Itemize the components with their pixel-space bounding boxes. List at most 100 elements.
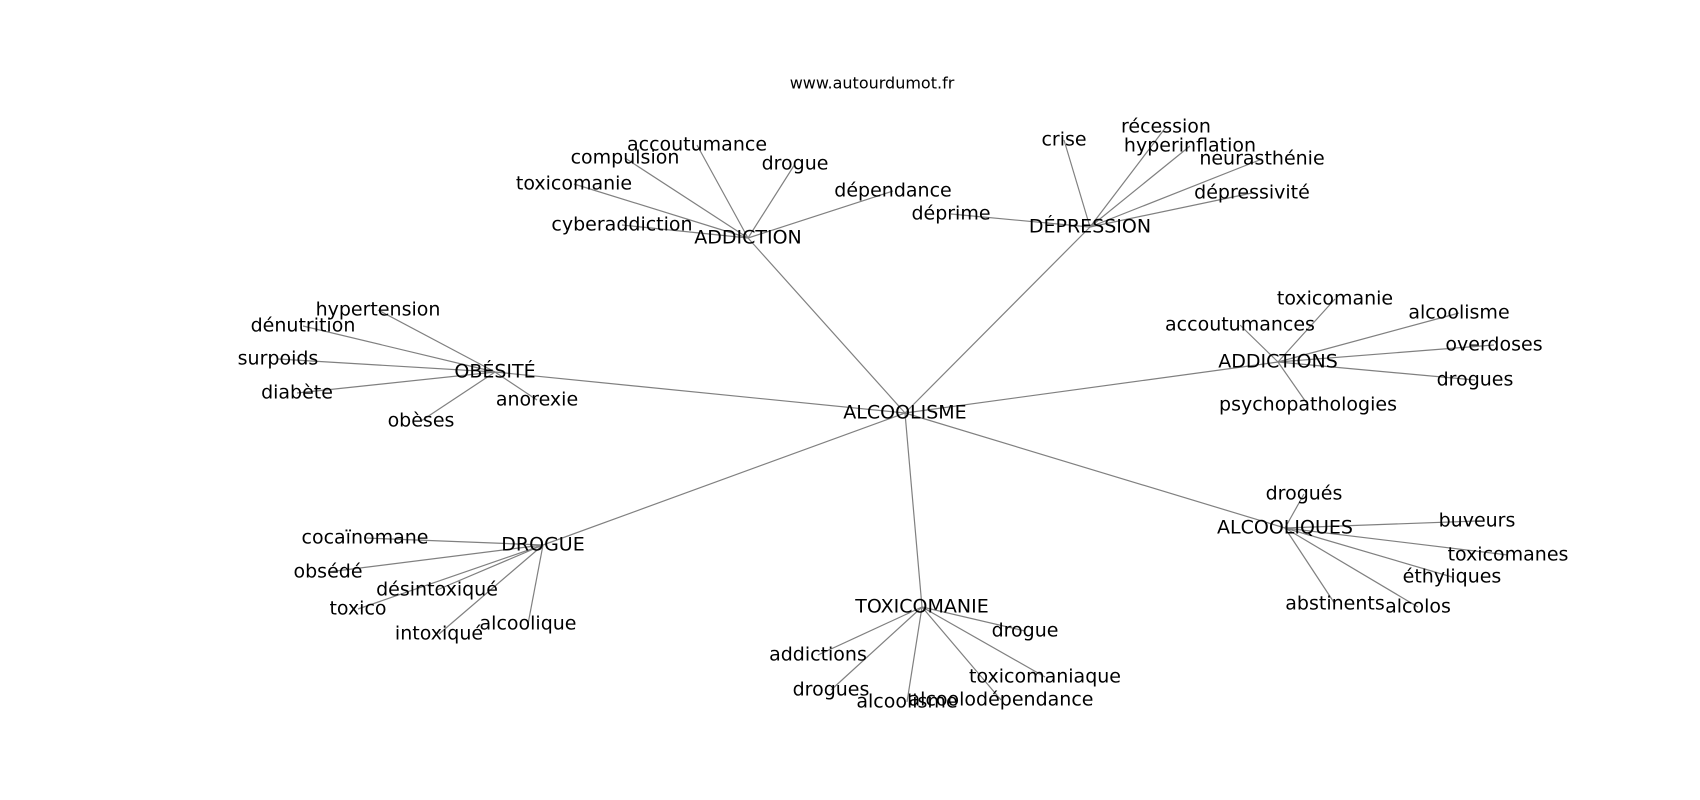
edge-hub-leaf xyxy=(436,544,544,591)
edge-center-hub xyxy=(904,412,923,608)
leaf-word-node[interactable]: obèses xyxy=(388,410,455,432)
edge-center-hub xyxy=(904,361,1279,414)
edge-center-hub xyxy=(747,237,906,414)
leaf-word-node[interactable]: alcoolisme xyxy=(1408,302,1509,324)
leaf-word-node[interactable]: diabète xyxy=(261,382,333,404)
leaf-word-node[interactable]: hypertension xyxy=(316,299,441,321)
hub-word-node[interactable]: ADDICTION xyxy=(694,227,802,249)
leaf-word-node[interactable]: alcoolique xyxy=(480,613,577,635)
hub-word-node[interactable]: ALCOOLIQUES xyxy=(1217,517,1353,539)
leaf-word-node[interactable]: déprime xyxy=(911,203,990,225)
leaf-word-node[interactable]: hyperinflation xyxy=(1124,135,1256,157)
graph-edges xyxy=(277,126,1509,703)
leaf-word-node[interactable]: neurasthénie xyxy=(1199,148,1324,170)
hub-word-node[interactable]: DROGUE xyxy=(501,534,584,556)
edge-hub-leaf xyxy=(438,544,544,635)
leaf-word-node[interactable]: compulsion xyxy=(571,147,680,169)
edge-hub-leaf xyxy=(624,157,749,239)
edge-hub-leaf xyxy=(747,163,796,239)
edge-hub-leaf xyxy=(1277,312,1460,363)
leaf-word-node[interactable]: abstinents xyxy=(1285,593,1384,615)
site-url[interactable]: www.autourdumot.fr xyxy=(790,74,955,93)
edge-hub-leaf xyxy=(747,190,894,239)
leaf-word-node[interactable]: drogués xyxy=(1266,483,1343,505)
edge-hub-leaf xyxy=(1284,493,1305,529)
leaf-word-node[interactable]: éthyliques xyxy=(1403,566,1502,588)
edge-hub-leaf xyxy=(377,309,496,373)
edge-hub-leaf xyxy=(1089,158,1263,228)
edge-hub-leaf xyxy=(1089,192,1253,228)
leaf-word-node[interactable]: accoutumance xyxy=(627,134,767,156)
leaf-word-node[interactable]: drogues xyxy=(793,679,870,701)
leaf-word-node[interactable]: accoutumances xyxy=(1165,314,1315,336)
leaf-word-node[interactable]: drogue xyxy=(992,620,1059,642)
leaf-word-node[interactable]: dépressivité xyxy=(1194,182,1310,204)
edge-hub-leaf xyxy=(921,606,1002,701)
leaf-word-node[interactable]: addictions xyxy=(769,644,867,666)
hub-word-node[interactable]: TOXICOMANIE xyxy=(854,596,988,618)
edge-hub-leaf xyxy=(1063,139,1091,228)
edge-hub-leaf xyxy=(817,606,923,656)
edge-hub-leaf xyxy=(494,371,538,401)
leaf-word-node[interactable]: psychopathologies xyxy=(1219,394,1397,416)
leaf-word-node[interactable]: buveurs xyxy=(1439,510,1516,532)
edge-hub-leaf xyxy=(1284,527,1453,578)
edge-hub-leaf xyxy=(420,371,496,422)
leaf-word-node[interactable]: toxicomanie xyxy=(516,173,632,195)
leaf-word-node[interactable]: dépendance xyxy=(834,180,951,202)
leaf-word-node[interactable]: récession xyxy=(1121,116,1211,138)
leaf-word-node[interactable]: overdoses xyxy=(1445,334,1542,356)
edge-hub-leaf xyxy=(906,606,923,703)
edge-hub-leaf xyxy=(1277,344,1495,363)
leaf-word-node[interactable]: cyberaddiction xyxy=(551,214,692,236)
leaf-word-node[interactable]: crise xyxy=(1041,129,1086,151)
leaf-word-node[interactable]: drogues xyxy=(1437,369,1514,391)
edge-center-hub xyxy=(542,412,906,546)
edge-center-hub xyxy=(904,412,1286,529)
edge-hub-leaf xyxy=(1277,361,1309,406)
graph-labels: www.autourdumot.fr accoutumancecompulsio… xyxy=(238,74,1569,713)
edge-hub-leaf xyxy=(1089,145,1191,228)
leaf-word-node[interactable]: désintoxiqué xyxy=(376,579,498,601)
leaf-word-node[interactable]: drogue xyxy=(762,153,829,175)
edge-hub-leaf xyxy=(1089,126,1167,228)
edge-hub-leaf xyxy=(1284,527,1336,605)
hub-word-node[interactable]: OBÉSITÉ xyxy=(454,360,535,383)
hub-word-node[interactable]: DÉPRESSION xyxy=(1029,215,1151,238)
leaf-word-node[interactable]: dénutrition xyxy=(251,315,356,337)
leaf-word-node[interactable]: alcoolodépendance xyxy=(909,689,1094,711)
leaf-word-node[interactable]: cocaïnomane xyxy=(302,527,429,549)
leaf-word-node[interactable]: toxicomaniaque xyxy=(969,666,1121,688)
edge-hub-leaf xyxy=(921,606,1026,632)
center-word-node[interactable]: ALCOOLISME xyxy=(843,402,966,424)
edge-hub-leaf xyxy=(527,544,544,625)
edge-hub-leaf xyxy=(277,358,496,373)
edge-hub-leaf xyxy=(950,213,1091,228)
leaf-word-node[interactable]: toxico xyxy=(329,598,386,620)
edge-hub-leaf xyxy=(621,224,749,239)
edge-hub-leaf xyxy=(830,606,923,691)
edge-hub-leaf xyxy=(327,544,544,573)
edge-hub-leaf xyxy=(296,371,496,394)
edge-hub-leaf xyxy=(696,144,749,239)
hub-word-node[interactable]: ADDICTIONS xyxy=(1218,351,1338,373)
edge-hub-leaf xyxy=(302,325,496,373)
edge-hub-leaf xyxy=(1284,520,1478,529)
leaf-word-node[interactable]: alcolos xyxy=(1385,596,1451,618)
edge-hub-leaf xyxy=(1277,298,1336,363)
edge-hub-leaf xyxy=(357,544,544,610)
leaf-word-node[interactable]: toxicomanes xyxy=(1448,544,1569,566)
leaf-word-node[interactable]: anorexie xyxy=(496,389,578,411)
edge-center-hub xyxy=(494,371,906,414)
edge-hub-leaf xyxy=(921,606,1046,678)
edge-hub-leaf xyxy=(1284,527,1419,608)
leaf-word-node[interactable]: alcoolisme xyxy=(856,691,957,713)
leaf-word-node[interactable]: surpoids xyxy=(238,348,319,370)
edge-hub-leaf xyxy=(364,537,544,546)
edge-center-hub xyxy=(904,226,1091,414)
leaf-word-node[interactable]: toxicomanie xyxy=(1277,288,1393,310)
leaf-word-node[interactable]: intoxiqué xyxy=(395,623,483,645)
leaf-word-node[interactable]: obsédé xyxy=(293,561,362,583)
edge-hub-leaf xyxy=(1277,361,1476,381)
